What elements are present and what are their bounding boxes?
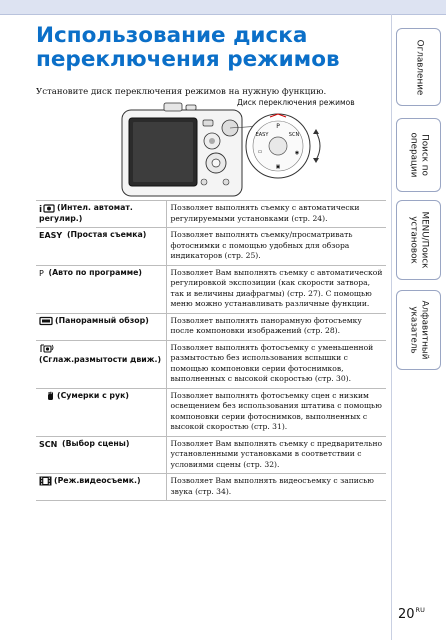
camera-illustration: P EASY SCN ▭ ◉ ▣ Диск переключения режим…: [120, 96, 360, 198]
anti-blur-icon: [39, 343, 55, 355]
tab-label: Алфавитный указатель: [408, 300, 430, 360]
svg-text:▣: ▣: [276, 164, 281, 170]
panorama-icon: [39, 316, 53, 327]
handheld-twilight-icon: [39, 391, 55, 402]
intro-text: Установите диск переключения режимов на …: [36, 87, 327, 97]
table-row: (Сумерки с рук) Позволяет выполнять фото…: [36, 387, 386, 436]
table-row: P (Авто по программе) Позволяет Вам выпо…: [36, 264, 386, 313]
svg-text:▭: ▭: [258, 149, 263, 155]
tab-menu-settings-search[interactable]: MENU/Поиск установок: [396, 200, 441, 280]
top-band-divider: [0, 14, 446, 15]
mode-name: (Панорамный обзор): [55, 315, 149, 325]
page-number-suffix: RU: [415, 606, 425, 614]
svg-text:P: P: [276, 123, 280, 130]
mode-description: Позволяет Вам выполнять съемку с предвар…: [166, 435, 386, 474]
tab-search-by-operation[interactable]: Поиск по операции: [396, 118, 441, 192]
tab-contents[interactable]: Оглавление: [396, 28, 441, 106]
tab-label: Оглавление: [414, 39, 425, 95]
mode-name: (Простая съемка): [66, 230, 147, 239]
table-row: EASY (Простая съемка) Позволяет выполнят…: [36, 227, 386, 265]
mode-description: Позволяет выполнять фотосъемку сцен с ни…: [166, 387, 386, 436]
mode-description: Позволяет выполнять съемку/просматривать…: [166, 227, 386, 265]
mode-name: (Сглаж.размытости движ.): [39, 354, 162, 364]
intelligent-auto-icon: i: [39, 203, 55, 215]
mode-table: i (Интел. автомат. регулир.) Позволяет в…: [36, 200, 386, 501]
mode-name: (Интел. автомат. регулир.): [39, 203, 133, 223]
mode-description: Позволяет Вам выполнять съемку с автомат…: [166, 264, 386, 313]
top-band: [0, 0, 446, 14]
svg-text:EASY: EASY: [256, 132, 270, 138]
mode-description: Позволяет выполнять съемку с автоматичес…: [166, 200, 386, 228]
mode-name: (Реж.видеосъемк.): [54, 476, 141, 485]
mode-description: Позволяет выполнять панорамную фотосъемк…: [166, 312, 386, 340]
dial-caption: Диск переключения режимов: [237, 98, 355, 107]
table-row: (Панорамный обзор) Позволяет выполнять п…: [36, 312, 386, 340]
table-row: SCN (Выбор сцены) Позволяет Вам выполнят…: [36, 435, 386, 474]
movie-mode-icon: [39, 476, 52, 487]
mode-description: Позволяет выполнять фотосъемку с уменьше…: [166, 339, 386, 388]
mode-name: (Выбор сцены): [62, 438, 130, 448]
page-title: Использование диска переключения режимов: [36, 23, 340, 72]
svg-text:i: i: [39, 205, 42, 213]
sidebar-divider: [391, 14, 392, 640]
scene-selection-icon: SCN: [39, 439, 58, 449]
mode-name: (Авто по программе): [48, 267, 142, 277]
easy-mode-icon: EASY: [39, 231, 63, 240]
camera-drawing: P EASY SCN ▭ ◉ ▣: [121, 102, 321, 197]
program-auto-icon: P: [39, 268, 44, 278]
table-row: (Реж.видеосъемк.) Позволяет Вам выполнят…: [36, 473, 386, 501]
table-row: i (Интел. автомат. регулир.) Позволяет в…: [36, 200, 386, 228]
page-number-value: 20: [398, 607, 415, 622]
mode-description: Позволяет Вам выполнять видеосъемку с за…: [166, 473, 386, 501]
svg-text:SCN: SCN: [289, 132, 300, 138]
mode-name: (Сумерки с рук): [57, 390, 129, 400]
table-row: (Сглаж.размытости движ.) Позволяет выпол…: [36, 339, 386, 388]
page-number: 20RU: [398, 606, 425, 622]
tab-label: Поиск по операции: [408, 132, 430, 178]
tab-index[interactable]: Алфавитный указатель: [396, 290, 441, 370]
tab-label: MENU/Поиск установок: [408, 211, 430, 269]
svg-text:◉: ◉: [295, 150, 299, 156]
